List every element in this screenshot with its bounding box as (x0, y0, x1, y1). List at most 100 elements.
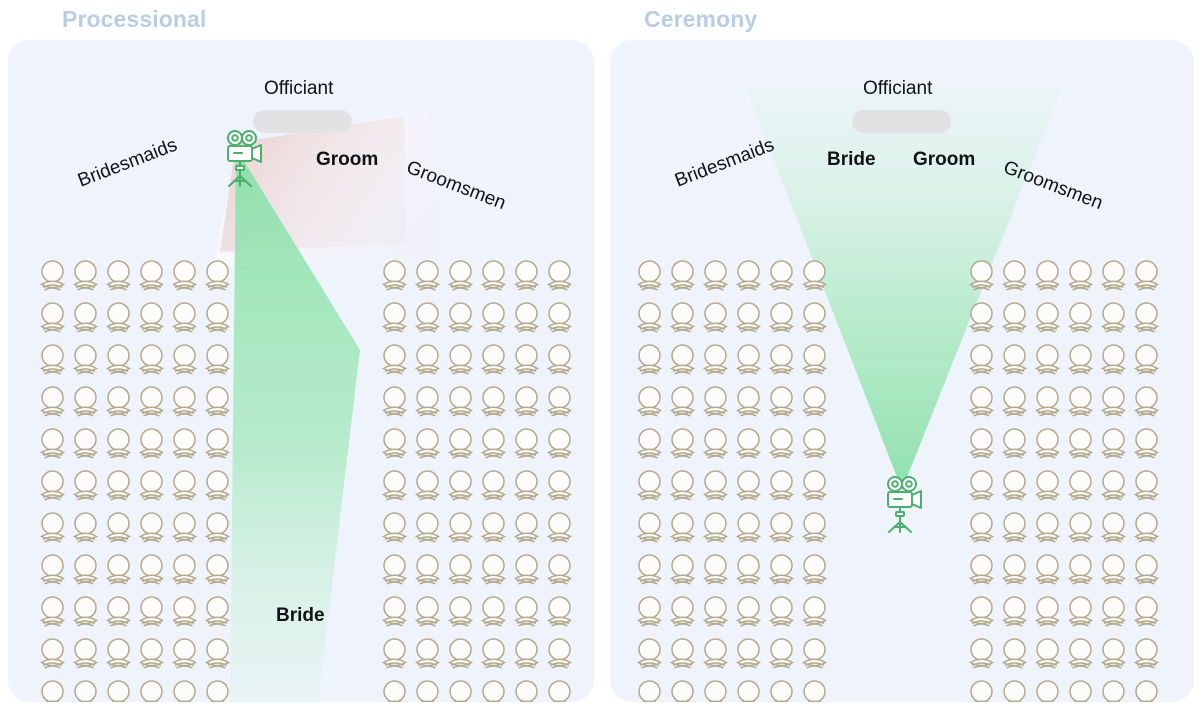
seat[interactable] (201, 300, 234, 336)
seat[interactable] (633, 468, 666, 504)
seat[interactable] (633, 384, 666, 420)
seat[interactable] (102, 384, 135, 420)
seat[interactable] (168, 384, 201, 420)
seat[interactable] (765, 258, 798, 294)
seat[interactable] (477, 258, 510, 294)
seat[interactable] (168, 426, 201, 462)
seat[interactable] (1097, 636, 1130, 672)
seat[interactable] (36, 594, 69, 630)
seat[interactable] (477, 594, 510, 630)
seat[interactable] (798, 552, 831, 588)
seat[interactable] (798, 384, 831, 420)
seat[interactable] (477, 426, 510, 462)
seat[interactable] (666, 258, 699, 294)
seat[interactable] (666, 300, 699, 336)
seat[interactable] (36, 342, 69, 378)
seat[interactable] (798, 426, 831, 462)
seat[interactable] (965, 636, 998, 672)
seat[interactable] (798, 300, 831, 336)
seat[interactable] (36, 468, 69, 504)
seat[interactable] (965, 300, 998, 336)
seat[interactable] (1097, 342, 1130, 378)
seat[interactable] (1031, 342, 1064, 378)
seat[interactable] (1064, 678, 1097, 702)
seat[interactable] (411, 300, 444, 336)
seat[interactable] (998, 426, 1031, 462)
seat[interactable] (798, 636, 831, 672)
seat[interactable] (444, 426, 477, 462)
seat[interactable] (543, 510, 576, 546)
seat[interactable] (378, 552, 411, 588)
seat[interactable] (444, 510, 477, 546)
seat[interactable] (36, 258, 69, 294)
seat[interactable] (699, 594, 732, 630)
seat[interactable] (633, 594, 666, 630)
seat[interactable] (1097, 426, 1130, 462)
seat[interactable] (1130, 510, 1163, 546)
seat[interactable] (510, 342, 543, 378)
seat[interactable] (102, 636, 135, 672)
seat[interactable] (798, 594, 831, 630)
seat[interactable] (965, 678, 998, 702)
seat[interactable] (201, 510, 234, 546)
seat[interactable] (765, 342, 798, 378)
seat[interactable] (1097, 468, 1130, 504)
seat[interactable] (666, 342, 699, 378)
seat[interactable] (444, 468, 477, 504)
seat[interactable] (36, 510, 69, 546)
seat[interactable] (965, 510, 998, 546)
seat[interactable] (666, 594, 699, 630)
seat[interactable] (510, 594, 543, 630)
seat[interactable] (378, 510, 411, 546)
seat[interactable] (510, 384, 543, 420)
seat[interactable] (765, 426, 798, 462)
seat[interactable] (135, 678, 168, 702)
seat[interactable] (998, 678, 1031, 702)
seat[interactable] (633, 342, 666, 378)
seat[interactable] (69, 468, 102, 504)
seat[interactable] (102, 678, 135, 702)
seat[interactable] (135, 510, 168, 546)
seat[interactable] (1064, 636, 1097, 672)
seat[interactable] (798, 468, 831, 504)
seat[interactable] (477, 552, 510, 588)
seat[interactable] (201, 384, 234, 420)
seat[interactable] (135, 342, 168, 378)
seat[interactable] (102, 300, 135, 336)
seat[interactable] (543, 678, 576, 702)
seat[interactable] (798, 510, 831, 546)
seat[interactable] (1064, 468, 1097, 504)
seat[interactable] (102, 552, 135, 588)
seat[interactable] (1064, 552, 1097, 588)
seat[interactable] (998, 594, 1031, 630)
seat[interactable] (699, 342, 732, 378)
seat[interactable] (1130, 258, 1163, 294)
seat[interactable] (699, 426, 732, 462)
seat[interactable] (378, 300, 411, 336)
seat[interactable] (732, 384, 765, 420)
seat[interactable] (168, 342, 201, 378)
seat[interactable] (444, 552, 477, 588)
seat[interactable] (998, 510, 1031, 546)
seat[interactable] (135, 636, 168, 672)
seat[interactable] (699, 384, 732, 420)
seat[interactable] (1031, 468, 1064, 504)
seat[interactable] (69, 300, 102, 336)
seat[interactable] (666, 510, 699, 546)
seat[interactable] (543, 342, 576, 378)
seat[interactable] (69, 510, 102, 546)
seat[interactable] (135, 384, 168, 420)
seat[interactable] (201, 426, 234, 462)
seat[interactable] (633, 552, 666, 588)
seat[interactable] (69, 342, 102, 378)
seat[interactable] (633, 426, 666, 462)
seat[interactable] (411, 258, 444, 294)
seat[interactable] (201, 342, 234, 378)
seat[interactable] (1130, 678, 1163, 702)
seat[interactable] (765, 384, 798, 420)
seat[interactable] (1130, 594, 1163, 630)
seat[interactable] (477, 636, 510, 672)
seat[interactable] (201, 636, 234, 672)
seat[interactable] (1064, 342, 1097, 378)
seat[interactable] (765, 552, 798, 588)
